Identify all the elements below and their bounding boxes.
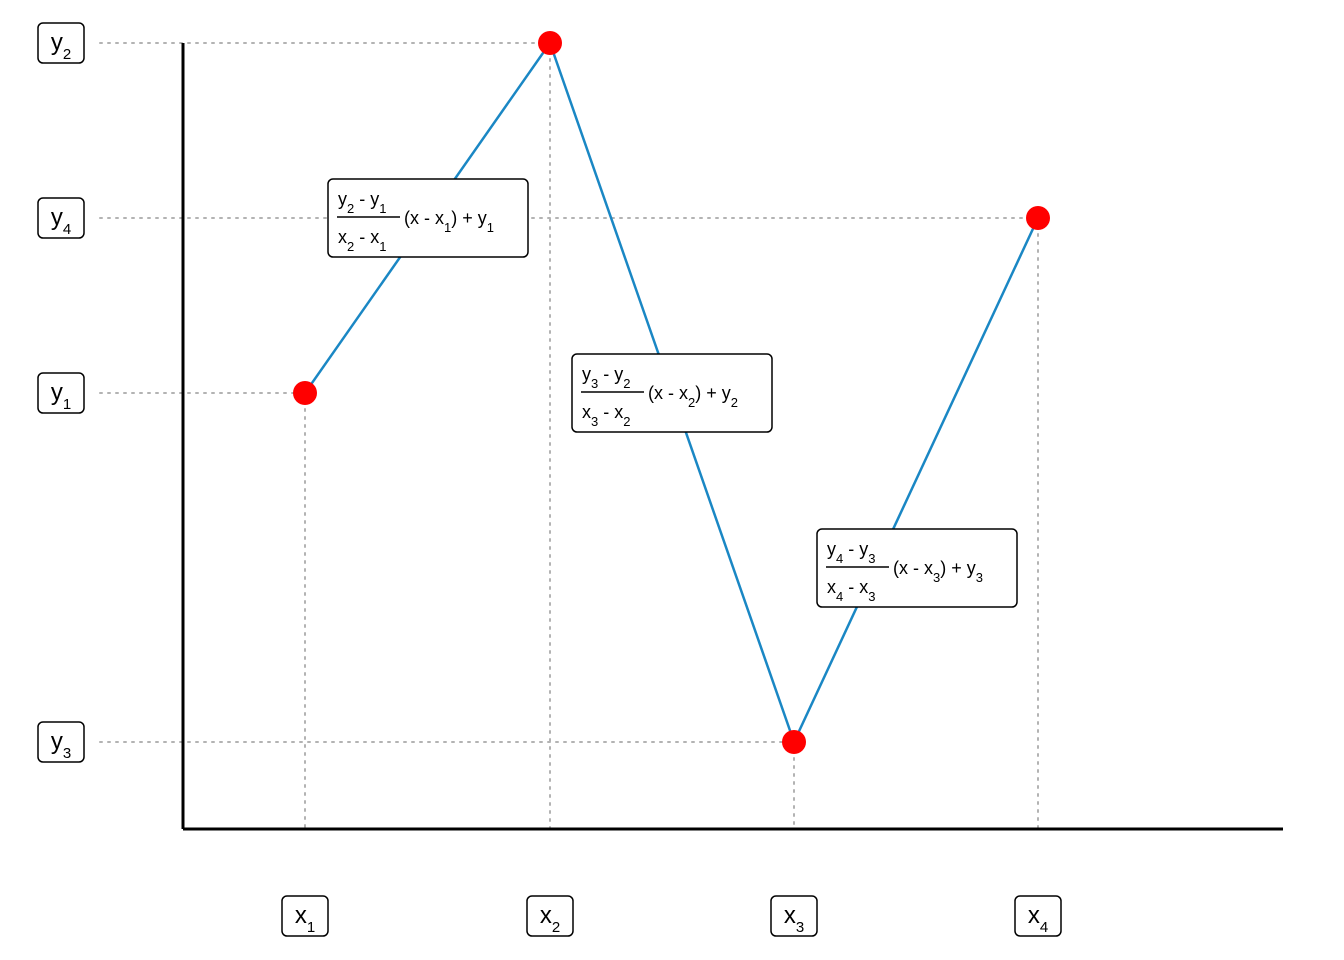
point-markers	[293, 31, 1050, 754]
formula-run: 1	[379, 239, 386, 254]
y-label-2-frame	[37, 22, 85, 64]
formula-tail: (x - x3) + y3	[893, 558, 983, 585]
y-label-3: y3	[37, 721, 85, 763]
formula-run: (x - x	[893, 558, 933, 578]
formula-numerator: y3 - y2	[582, 364, 630, 391]
x-label-3-text: x3	[784, 902, 804, 936]
formula-run: x	[827, 577, 836, 597]
y-label-1: y1	[37, 372, 85, 414]
formula-run: 2	[731, 395, 738, 410]
formula-run: - y	[843, 539, 868, 559]
formula-run: ) + y	[451, 208, 487, 228]
x-label-2-text: x2	[540, 902, 560, 936]
y-label-1-frame	[37, 372, 85, 414]
point-4	[1026, 206, 1050, 230]
formula-run: 1	[487, 220, 494, 235]
formula-run: - x	[354, 227, 379, 247]
segment-3-4	[792, 217, 1040, 743]
x-label-1-frame	[281, 895, 329, 937]
x-label-1: x1	[281, 895, 329, 937]
y-label-2-text: y2	[51, 29, 71, 63]
formula-frame	[327, 178, 529, 258]
x-label-3-frame	[770, 895, 818, 937]
formula-run: 3	[868, 589, 875, 604]
x-label-3: x3	[770, 895, 818, 937]
y-label-4: y4	[37, 197, 85, 239]
formula-run: 4	[836, 551, 843, 566]
axes	[181, 43, 1283, 831]
formula-run: 3	[933, 570, 940, 585]
formula-run: 2	[688, 395, 695, 410]
point-3	[782, 730, 806, 754]
formula-run: 3	[868, 551, 875, 566]
point-2	[538, 31, 562, 55]
y-label-3-frame	[37, 721, 85, 763]
point-1	[293, 381, 317, 405]
y-label-4-frame	[37, 197, 85, 239]
formula-denominator: x4 - x3	[827, 577, 875, 604]
formula-run: 3	[976, 570, 983, 585]
formula-run: 2	[347, 201, 354, 216]
formula-frame	[816, 528, 1018, 608]
y-label-1-text: y1	[51, 379, 71, 413]
formula-run: y	[338, 189, 347, 209]
formula-tail: (x - x2) + y2	[648, 383, 738, 410]
formula-run: 3	[591, 414, 598, 429]
x-label-4: x4	[1014, 895, 1062, 937]
formula-tail: (x - x1) + y1	[404, 208, 494, 235]
formula-run: - y	[598, 364, 623, 384]
x-label-2: x2	[526, 895, 574, 937]
formula-denominator: x3 - x2	[582, 402, 630, 429]
formula-run: 2	[347, 239, 354, 254]
x-label-4-text: x4	[1028, 902, 1048, 936]
x-label-2-frame	[526, 895, 574, 937]
formula-run: 1	[444, 220, 451, 235]
formula-run: - x	[598, 402, 623, 422]
formula-run: 1	[379, 201, 386, 216]
formula-numerator: y2 - y1	[338, 189, 386, 216]
formula-run: 2	[623, 376, 630, 391]
formula-run: y	[827, 539, 836, 559]
formula-run: y	[582, 364, 591, 384]
formula-run: (x - x	[648, 383, 688, 403]
x-label-1-text: x1	[295, 902, 315, 936]
formula-run: 4	[836, 589, 843, 604]
formula-run: (x - x	[404, 208, 444, 228]
formula-run: ) + y	[940, 558, 976, 578]
formula-run: x	[338, 227, 347, 247]
y-labels: y1 y2 y3 y4	[37, 22, 85, 763]
formula-run: - x	[843, 577, 868, 597]
x-labels: x1 x2 x3 x4	[281, 895, 1062, 937]
formula-run: - y	[354, 189, 379, 209]
formula-numerator: y4 - y3	[827, 539, 875, 566]
y-label-3-text: y3	[51, 728, 71, 762]
guide-lines	[99, 42, 1039, 830]
formula-run: 3	[591, 376, 598, 391]
formula-run: 2	[623, 414, 630, 429]
y-label-4-text: y4	[51, 204, 71, 238]
formula-denominator: x2 - x1	[338, 227, 386, 254]
formula-run: ) + y	[695, 383, 731, 403]
y-label-2: y2	[37, 22, 85, 64]
x-label-4-frame	[1014, 895, 1062, 937]
formula-run: x	[582, 402, 591, 422]
formula-frame	[571, 353, 773, 433]
